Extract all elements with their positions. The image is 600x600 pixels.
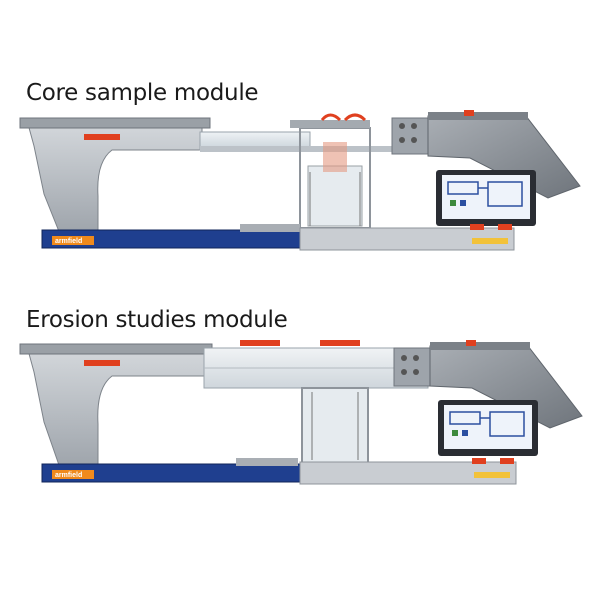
outlet-manifold: [391, 117, 433, 155]
control-touchscreen: [438, 400, 538, 456]
outlet-manifold: [393, 347, 435, 387]
flume-channel: [199, 131, 430, 152]
base-frame: armfield: [41, 458, 517, 485]
control-touchscreen: [436, 170, 536, 226]
base-frame: armfield: [41, 224, 515, 251]
core-sample-apparatus-photo: armfield: [19, 110, 581, 251]
erosion-studies-apparatus-photo: armfield: [19, 340, 583, 485]
left-tank-stand: [19, 117, 211, 235]
sediment-hopper: [427, 110, 581, 199]
sediment-hopper: [429, 340, 583, 429]
orange-handle: [84, 360, 120, 366]
erosion-test-cell: [301, 387, 369, 465]
armfield-logo-text: armfield: [55, 472, 82, 479]
armfield-label: [52, 236, 94, 245]
armfield-label: [52, 470, 94, 479]
erosion-studies-caption: Erosion studies module: [26, 307, 288, 333]
left-tank-stand: [19, 343, 213, 469]
core-sample-caption: Core sample module: [26, 80, 259, 106]
orange-handle: [84, 134, 120, 140]
armfield-logo-text: armfield: [55, 238, 82, 245]
